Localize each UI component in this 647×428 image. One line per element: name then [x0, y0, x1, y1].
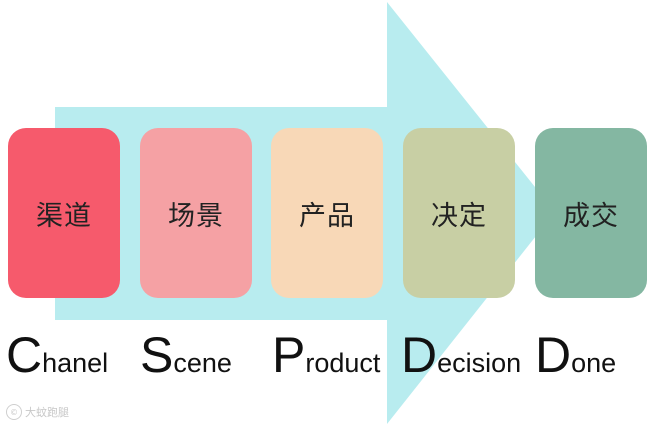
stage-word-decision: Decision	[401, 330, 521, 388]
stage-word-initial: P	[272, 327, 306, 383]
stage-word-initial: C	[6, 327, 43, 383]
stage-label-decision: 决定	[431, 200, 487, 232]
stage-label-scene: 场景	[168, 200, 224, 232]
stage-box-channel: 渠道	[8, 128, 120, 298]
stage-word-done: Done	[535, 330, 616, 388]
stage-box-decision: 决定	[403, 128, 515, 298]
stage-word-initial: S	[140, 327, 174, 383]
watermark: © 大蚊跑腿	[6, 404, 69, 420]
stage-word-chanel: Chanel	[6, 330, 108, 388]
stage-box-scene: 场景	[140, 128, 252, 298]
stage-word-rest: hanel	[42, 348, 109, 378]
watermark-logo-icon: ©	[6, 404, 22, 420]
stage-label-done: 成交	[563, 200, 619, 232]
stage-label-channel: 渠道	[36, 200, 92, 232]
stage-box-done: 成交	[535, 128, 647, 298]
stage-box-product: 产品	[271, 128, 383, 298]
stage-word-rest: ecision	[437, 348, 522, 378]
stage-word-rest: roduct	[305, 348, 381, 378]
stage-word-rest: cene	[173, 348, 232, 378]
stage-word-initial: D	[535, 327, 572, 383]
watermark-text: 大蚊跑腿	[25, 406, 69, 419]
stage-label-product: 产品	[299, 200, 355, 232]
stage-word-scene: Scene	[140, 330, 232, 388]
stage-word-product: Product	[272, 330, 380, 388]
stage-word-initial: D	[401, 327, 438, 383]
stage-word-rest: one	[571, 348, 617, 378]
